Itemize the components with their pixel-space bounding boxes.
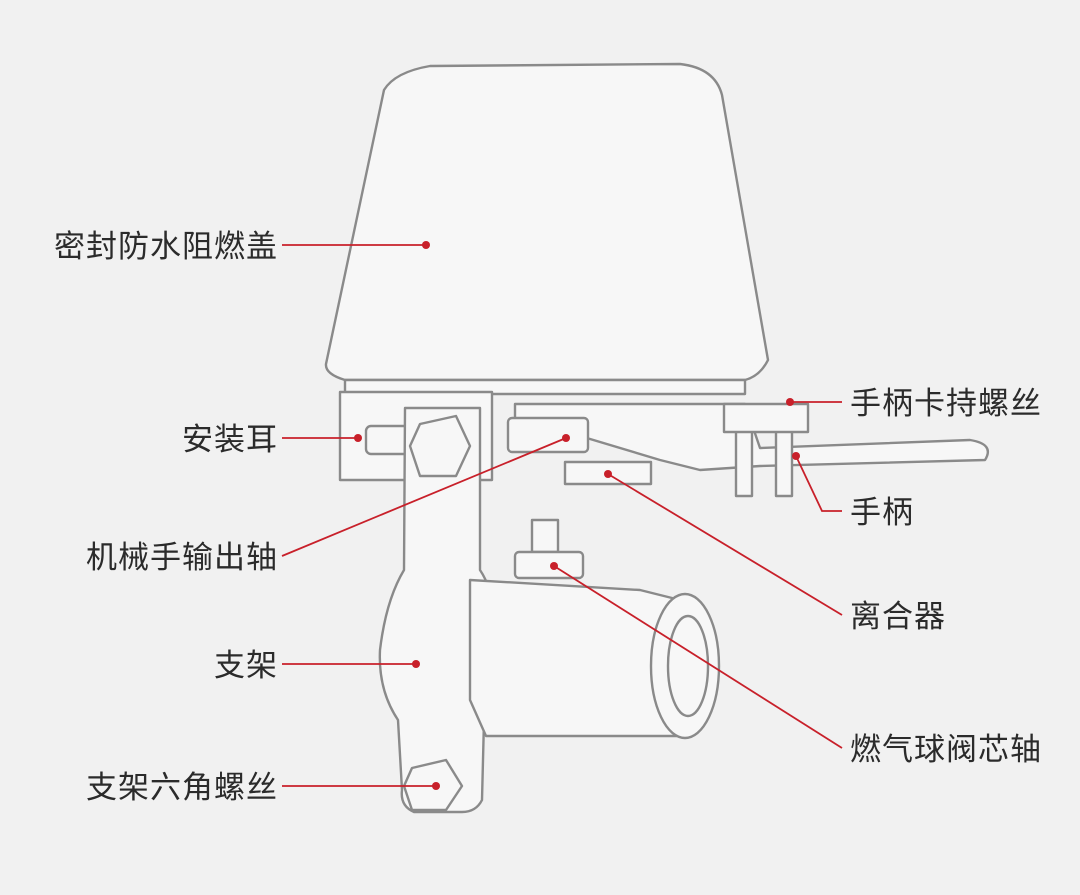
dot-bracket-screw	[432, 782, 440, 790]
dot-bracket	[412, 660, 420, 668]
label-mount-ear: 安装耳	[182, 422, 278, 458]
leader-clutch	[607, 473, 843, 616]
dot-handle	[792, 452, 800, 460]
output-shaft-nut	[506, 416, 590, 454]
label-bracket-hex-screw: 支架六角螺丝	[86, 770, 278, 806]
leader-valve-stem	[553, 565, 843, 749]
leader-output-shaft	[281, 437, 567, 557]
dot-seal-cover	[422, 241, 430, 249]
label-bracket: 支架	[214, 648, 278, 684]
dot-clutch	[604, 470, 612, 478]
mount-ear-stud	[364, 424, 412, 456]
valve-socket-inner	[666, 614, 710, 718]
handle-clamp-plate	[722, 402, 810, 434]
label-robot-output-shaft: 机械手输出轴	[86, 540, 278, 576]
dot-valve-stem	[550, 562, 558, 570]
valve-stem-nut	[513, 550, 585, 580]
label-seal-cover: 密封防水阻燃盖	[54, 229, 278, 265]
label-gas-ball-valve-stem: 燃气球阀芯轴	[850, 732, 1042, 768]
bracket-top-hex-screw	[408, 414, 472, 478]
dot-mount-ear	[354, 434, 362, 442]
dot-output-shaft	[562, 434, 570, 442]
seal-cover-shape	[324, 62, 770, 382]
cover-base-shape	[343, 378, 747, 396]
label-clutch: 离合器	[850, 599, 946, 635]
valve-stem-thread	[530, 518, 560, 554]
dot-handle-clamp-screw	[786, 398, 794, 406]
leader-handle	[795, 455, 842, 512]
label-handle-clamp-screw: 手柄卡持螺丝	[850, 386, 1042, 422]
valve-body-shape	[468, 578, 692, 738]
label-handle: 手柄	[850, 495, 914, 531]
